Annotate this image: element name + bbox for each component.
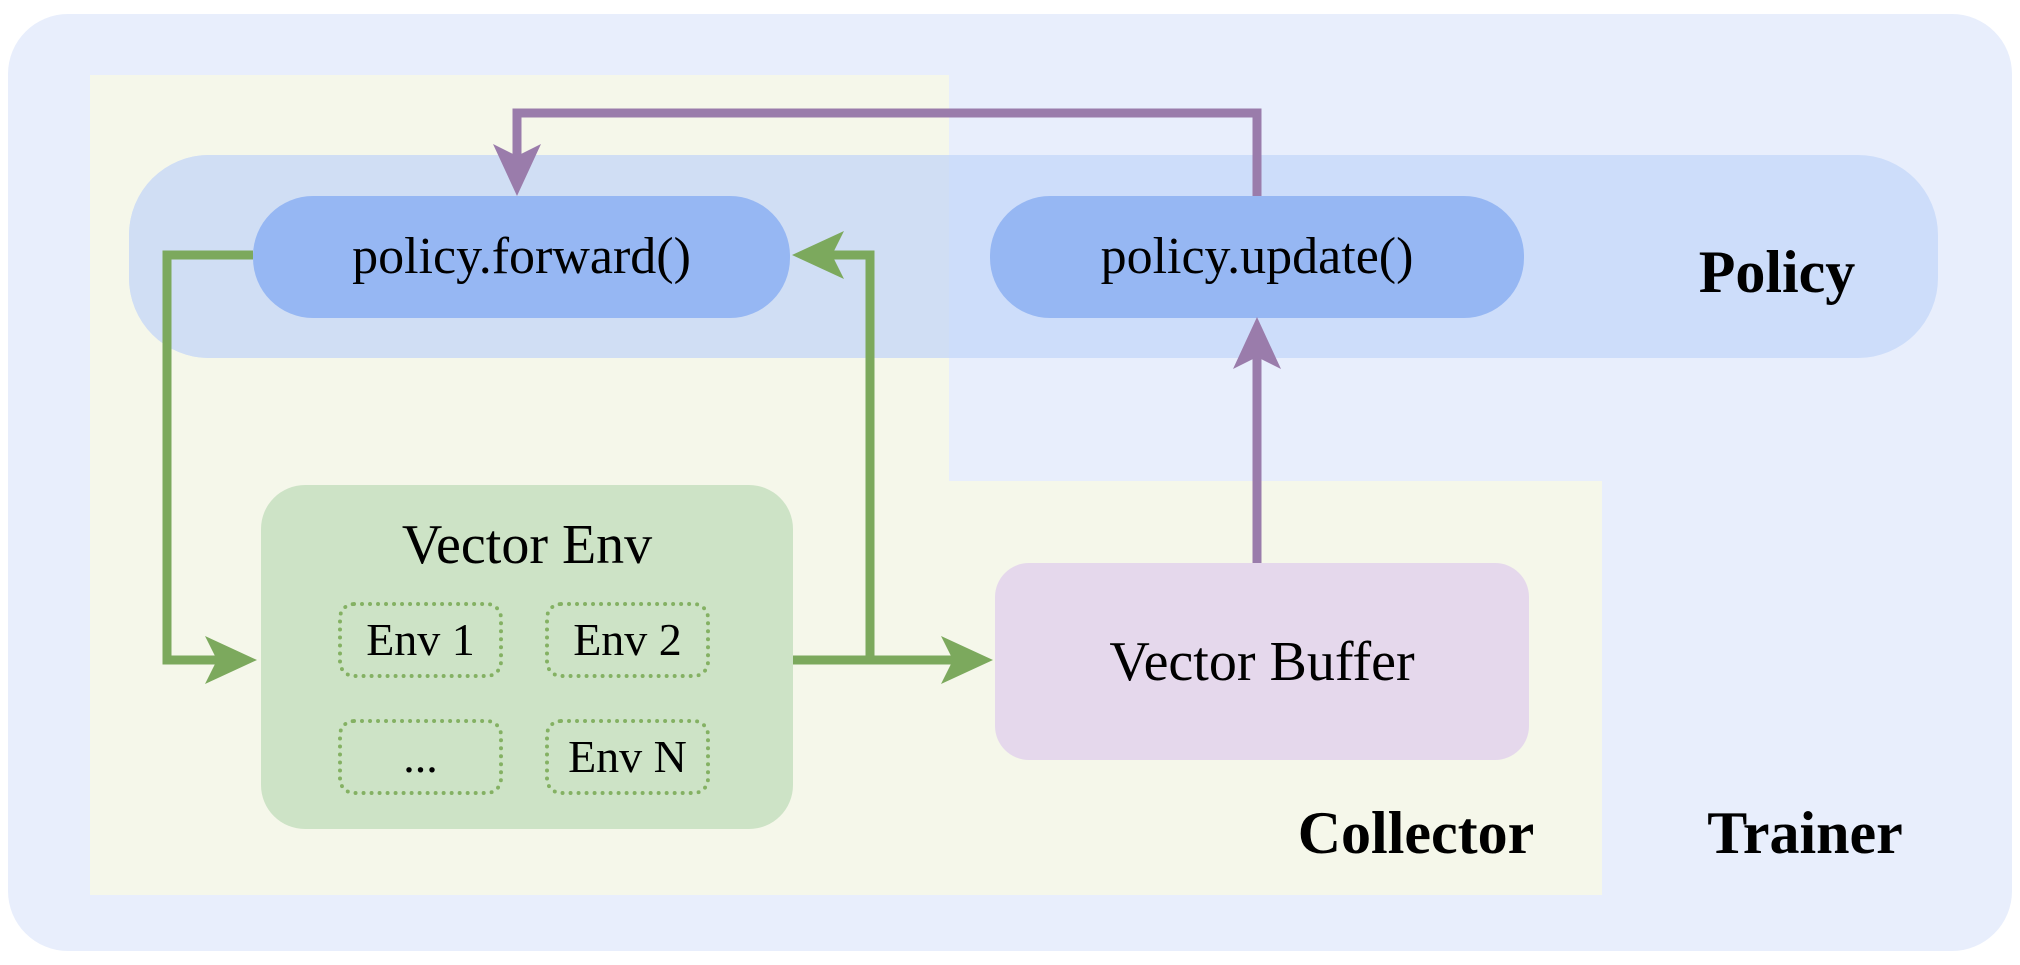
policy-update-node: policy.update() bbox=[990, 196, 1524, 318]
env-cell-2: Env 2 bbox=[545, 602, 710, 678]
policy-region-label: Policy bbox=[1698, 239, 1856, 305]
env-cell-n: Env N bbox=[545, 719, 710, 795]
policy-update-label: policy.update() bbox=[1100, 228, 1414, 285]
env-cell-1-label: Env 1 bbox=[366, 614, 475, 665]
collector-region-label: Collector bbox=[1297, 800, 1535, 866]
trainer-region-label: Trainer bbox=[1707, 800, 1903, 866]
env-cell-1: Env 1 bbox=[338, 602, 503, 678]
vector-buffer-label: Vector Buffer bbox=[1109, 630, 1415, 693]
env-cell-ellipsis: ... bbox=[338, 719, 503, 795]
env-cell-n-label: Env N bbox=[568, 731, 687, 782]
env-cell-2-label: Env 2 bbox=[573, 614, 682, 665]
policy-forward-label: policy.forward() bbox=[352, 228, 691, 285]
vector-env-label: Vector Env bbox=[401, 514, 653, 576]
vector-buffer-node: Vector Buffer bbox=[995, 563, 1529, 760]
env-cell-ellipsis-label: ... bbox=[403, 731, 438, 782]
vector-env-node: Vector Env Env 1 Env 2 ... Env N bbox=[261, 485, 793, 829]
policy-forward-node: policy.forward() bbox=[253, 196, 790, 318]
